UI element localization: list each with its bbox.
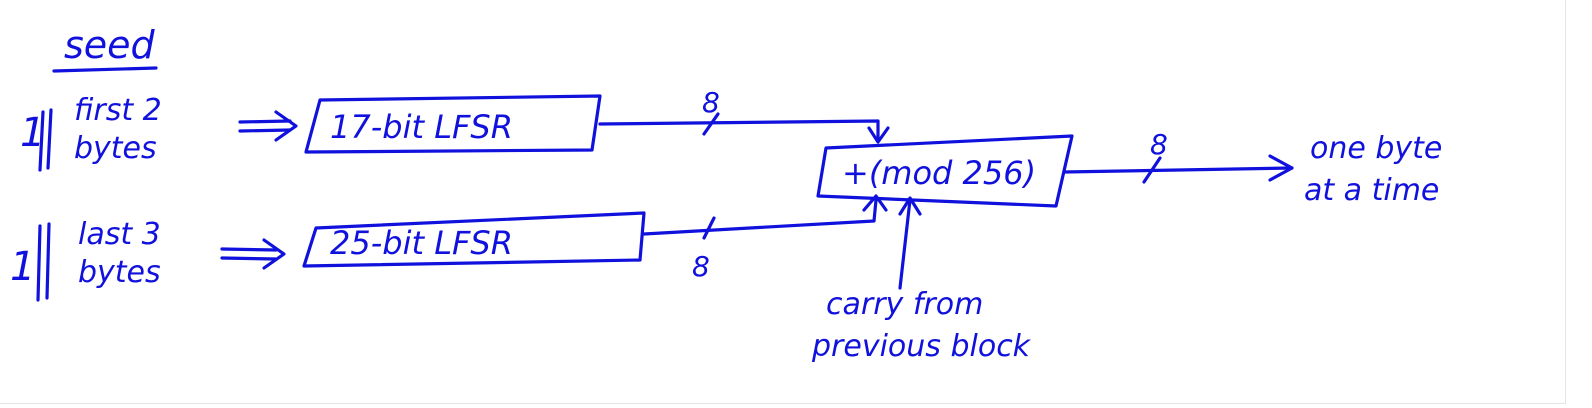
carry-line2: previous block [811,329,1032,364]
seed-label: seed [64,23,156,67]
bottom-bus-arrowhead [862,194,888,212]
input-top-line2: bytes [74,131,157,166]
top-bus-line [598,119,880,142]
top-double-arrow-line-2 [238,128,292,133]
adder-label: +(mod 256) [842,154,1036,192]
adder-box [816,134,1074,208]
output-bus-slash [1142,156,1162,184]
input-top-bar-1 [38,110,45,172]
lfsr-top-label: 17-bit LFSR [330,108,513,146]
output-line [1062,166,1294,174]
carry-line1: carry from [826,287,983,322]
top-double-arrow-head [274,110,298,142]
lfsr-top-box [304,94,602,154]
bottom-double-arrow-head [262,238,286,270]
top-double-arrow-line-1 [238,119,292,124]
input-bottom-bar-2 [45,222,51,300]
carry-arrow-line [898,198,912,290]
lfsr-bottom-label: 25-bit LFSR [330,224,513,262]
top-bus-width: 8 [702,86,720,119]
output-bus-width: 8 [1150,128,1168,161]
top-bus-arrowhead [867,126,890,144]
seed-underline [52,66,158,73]
bottom-bus-line [642,198,878,236]
bottom-double-arrow-line-2 [220,256,278,261]
bottom-bus-width: 8 [692,250,710,283]
input-top-line1: first 2 [74,93,162,128]
output-line1: one byte [1310,131,1442,166]
input-top-bar-2 [46,108,53,170]
input-bottom-line2: bytes [78,255,161,290]
input-bottom-bar-1 [36,224,42,302]
lfsr-bottom-box [302,211,646,268]
bottom-double-arrow-line-1 [220,247,278,252]
input-bottom-line1: last 3 [78,217,161,252]
carry-arrowhead [898,196,922,216]
output-arrowhead [1268,154,1294,182]
bottom-bus-slash [702,216,716,240]
input-bottom-prefix: 1 [10,244,35,290]
output-line2: at a time [1304,173,1439,208]
top-bus-slash [702,112,720,136]
canvas-frame [0,0,1566,404]
